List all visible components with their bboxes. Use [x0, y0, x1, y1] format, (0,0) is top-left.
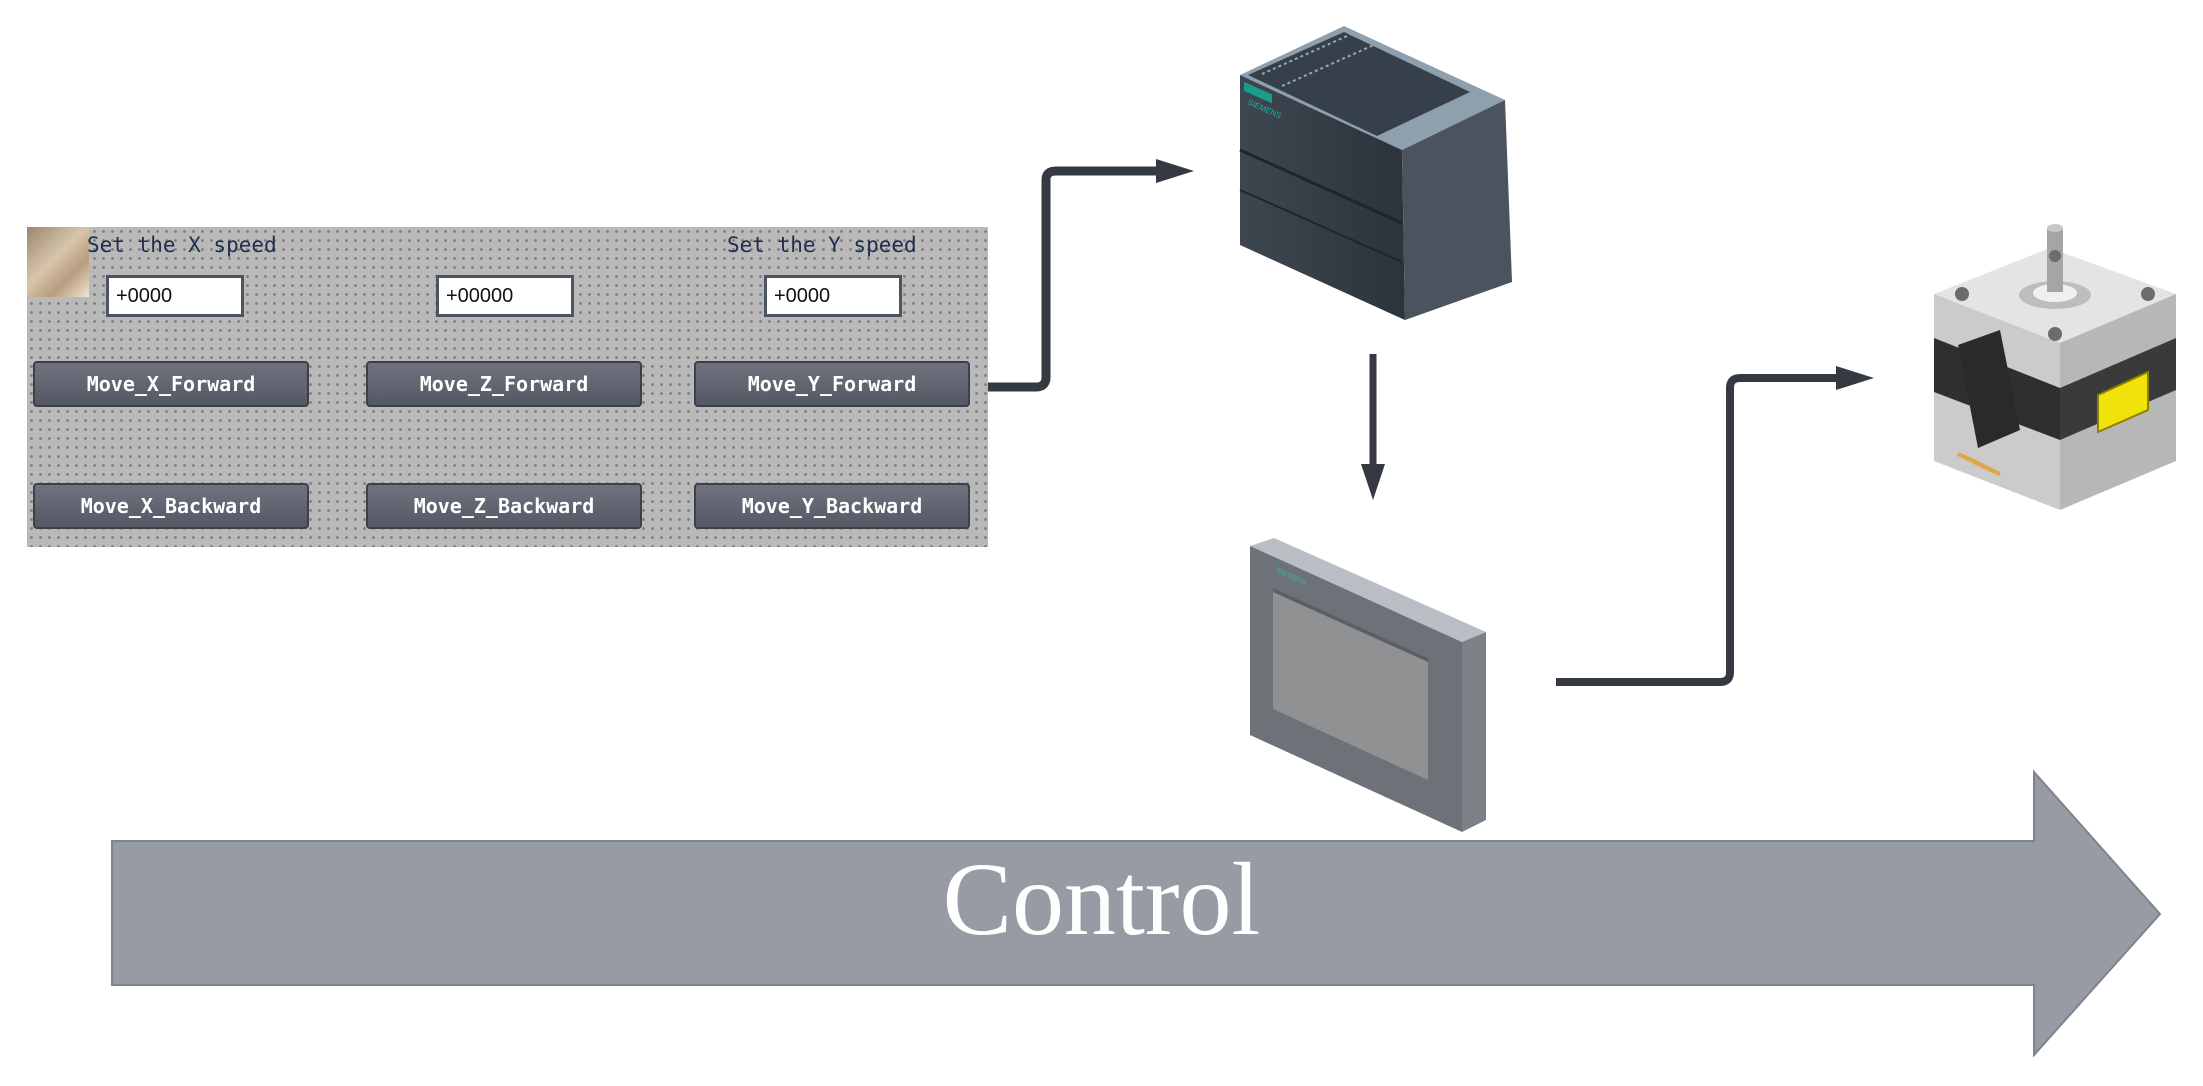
control-label: Control [942, 842, 1261, 957]
set-y-speed-label: Set the Y speed [727, 233, 917, 257]
thumbnail-image [27, 227, 89, 297]
move-z-backward-button[interactable]: Move_Z_Backward [366, 483, 642, 529]
hmi-device: SIEMENS [1250, 538, 1486, 832]
move-x-backward-button[interactable]: Move_X_Backward [33, 483, 309, 529]
arrow-hmi-to-motor [1556, 366, 1874, 686]
control-arrow [111, 769, 2162, 1058]
arrow-panel-to-plc [988, 159, 1194, 392]
move-x-forward-button[interactable]: Move_X_Forward [33, 361, 309, 407]
stepper-motor-icon [1934, 224, 2176, 510]
hmi-screen-panel: Set the X speed Set the Y speed +0000 +0… [27, 227, 988, 547]
move-z-forward-button[interactable]: Move_Z_Forward [366, 361, 642, 407]
set-x-speed-label: Set the X speed [87, 233, 277, 257]
z-speed-input[interactable]: +00000 [436, 275, 574, 317]
y-speed-input[interactable]: +0000 [764, 275, 902, 317]
x-speed-input[interactable]: +0000 [106, 275, 244, 317]
move-y-backward-button[interactable]: Move_Y_Backward [694, 483, 970, 529]
arrow-plc-to-hmi [1361, 354, 1385, 500]
plc-device: SIEMENS [1239, 26, 1512, 320]
move-y-forward-button[interactable]: Move_Y_Forward [694, 361, 970, 407]
